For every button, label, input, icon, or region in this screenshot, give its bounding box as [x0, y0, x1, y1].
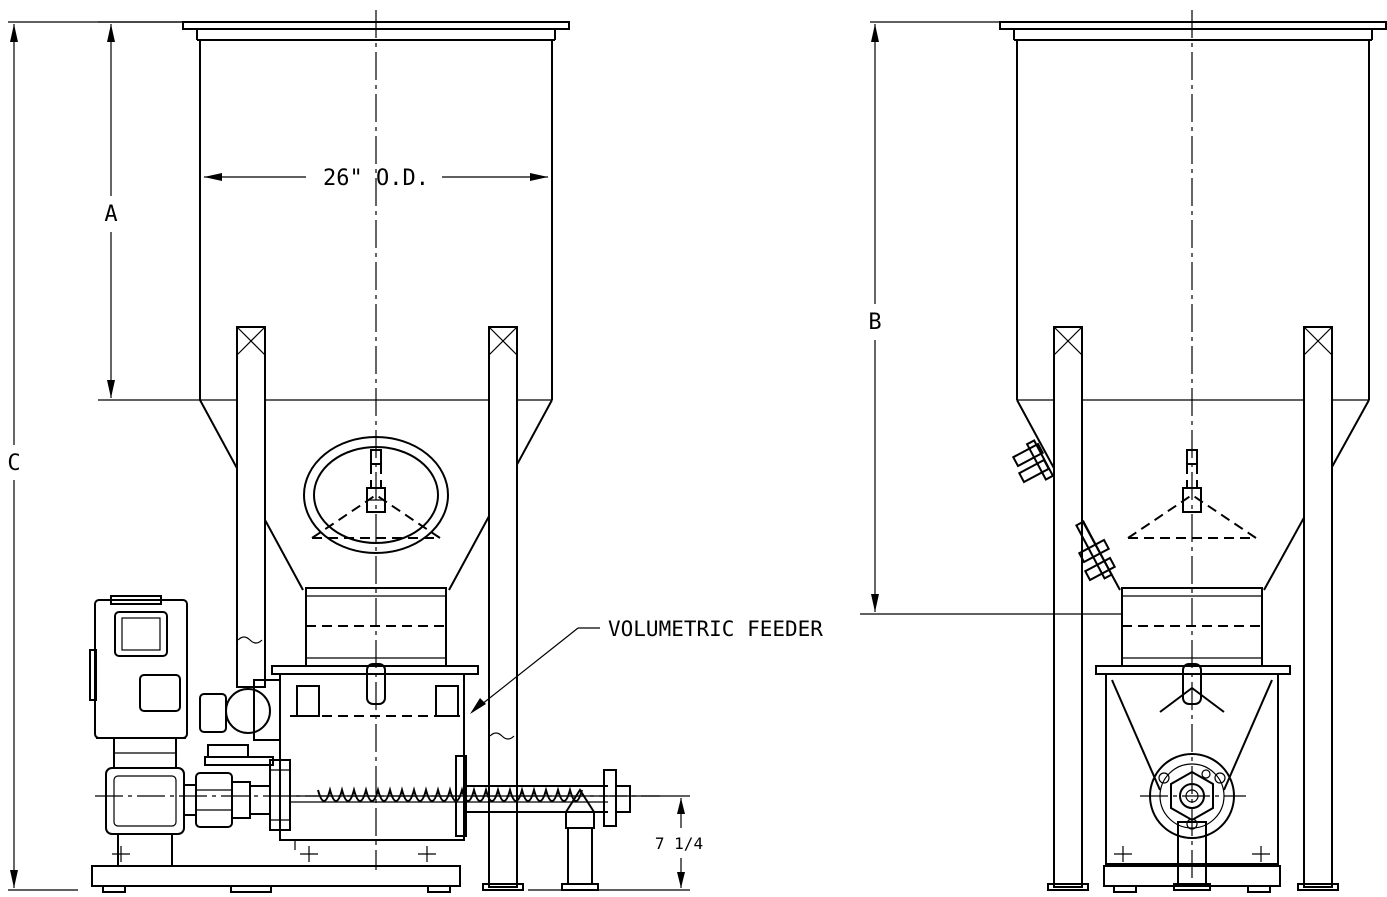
dimension-b-label: B — [868, 310, 881, 335]
support-leg-left — [236, 326, 266, 688]
base-plate — [91, 846, 461, 893]
dimension-od — [204, 173, 548, 181]
side-hopper-top-flange — [999, 21, 1387, 41]
side-elevation-view: B — [860, 10, 1387, 893]
support-leg-right — [482, 326, 524, 891]
level-sensor-lower — [1075, 520, 1117, 582]
bearing-block — [249, 759, 291, 831]
dimension-b — [860, 21, 1122, 615]
outlet-spout — [561, 788, 599, 891]
dimension-a-label: A — [104, 202, 117, 227]
front-elevation-view: A C 26" O.D. VOLUMETRIC FEEDER — [7, 10, 823, 893]
level-sensor-upper — [1011, 439, 1055, 484]
feeder-callout-label: VOLUMETRIC FEEDER — [608, 617, 823, 641]
dimension-od-label: 26" O.D. — [323, 166, 429, 191]
motor-adapter — [113, 737, 177, 769]
side-support-leg-left — [1047, 326, 1089, 891]
dimension-c — [8, 21, 183, 891]
dimension-outlet-height-label: 7 1/4 — [655, 834, 703, 853]
dimension-c-label: C — [7, 451, 20, 476]
feeder-leader — [470, 627, 600, 714]
feeder-housing — [271, 663, 479, 862]
agitator-gearbox — [199, 679, 281, 766]
drive-motor — [89, 595, 188, 739]
gear-reducer — [105, 767, 185, 866]
dimension-outlet-height — [528, 795, 690, 891]
side-support-leg-right — [1297, 326, 1339, 891]
shaft-coupling — [183, 772, 251, 828]
